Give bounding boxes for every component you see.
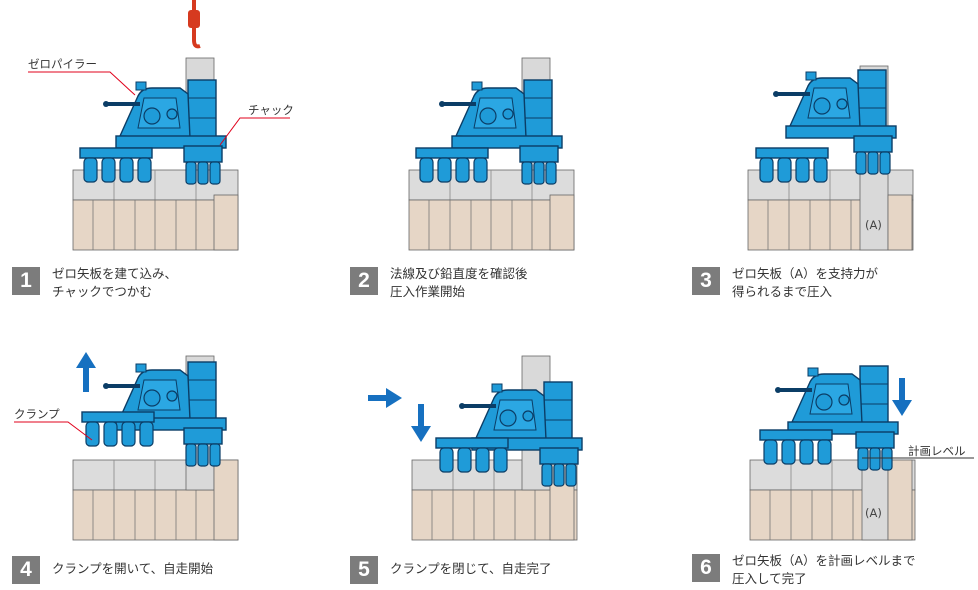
step-2-line-1: 法線及び鉛直度を確認後 [390, 266, 528, 281]
arrow-down-icon [892, 378, 912, 416]
step-3-illustration [747, 65, 914, 251]
chuck-label: チャック [248, 103, 294, 117]
step-6-panel: 計画レベル (A) [674, 300, 974, 590]
step-4-caption: 4 クランプを開いて、自走開始 [12, 556, 213, 584]
step-3-caption: 3 ゼロ矢板（A）を支持力が得られるまで圧入 [692, 266, 879, 301]
step-4-panel: クランプ [0, 300, 300, 590]
step-5-illustration [368, 355, 583, 541]
step-1-caption: 1 ゼロ矢板を建て込み、チャックでつかむ [12, 266, 178, 301]
arrow-right-icon [368, 388, 402, 408]
step-1-line-1: ゼロ矢板を建て込み、 [52, 266, 178, 281]
step-1-badge: 1 [12, 267, 40, 295]
step-3-line-2: 得られるまで圧入 [732, 284, 833, 299]
step-2-line-2: 圧入作業開始 [390, 284, 466, 299]
pile-a-label: (A) [865, 506, 882, 520]
step-5-badge: 5 [350, 556, 378, 584]
step-6-badge: 6 [692, 554, 720, 582]
step-6-caption: 6 ゼロ矢板（A）を計画レベルまで圧入して完了 [692, 553, 916, 588]
step-5-line-1: クランプを閉じて、自走完了 [390, 561, 552, 576]
zero-piler-label: ゼロパイラー [28, 57, 97, 71]
step-6-line-2: 圧入して完了 [732, 571, 807, 586]
pile-a-label: (A) [865, 218, 882, 232]
step-2-caption: 2 法線及び鉛直度を確認後圧入作業開始 [350, 266, 528, 301]
clamp-label: クランプ [14, 407, 60, 421]
step-1-line-2: チャックでつかむ [52, 284, 152, 299]
step-2-badge: 2 [350, 267, 378, 295]
arrow-up-icon [76, 352, 96, 392]
step-3-panel: (A) [674, 0, 974, 290]
step-4-line-1: クランプを開いて、自走開始 [52, 561, 214, 576]
step-1-illustration [28, 0, 290, 251]
step-3-badge: 3 [692, 267, 720, 295]
step-4-badge: 4 [12, 556, 40, 584]
step-4-illustration [14, 352, 239, 541]
step-2-illustration [408, 57, 575, 251]
arrow-down-icon [411, 404, 431, 442]
step-3-line-1: ゼロ矢板（A）を支持力が [732, 266, 879, 281]
crane-hook-icon [188, 0, 201, 49]
step-5-caption: 5 クランプを閉じて、自走完了 [350, 556, 552, 584]
step-6-line-1: ゼロ矢板（A）を計画レベルまで [732, 553, 916, 568]
step-2-panel [336, 0, 636, 290]
step-5-panel [336, 300, 636, 590]
plan-level-label: 計画レベル [908, 444, 966, 458]
step-1-panel: ゼロパイラー チャック [0, 0, 300, 290]
step-6-illustration [749, 365, 974, 541]
